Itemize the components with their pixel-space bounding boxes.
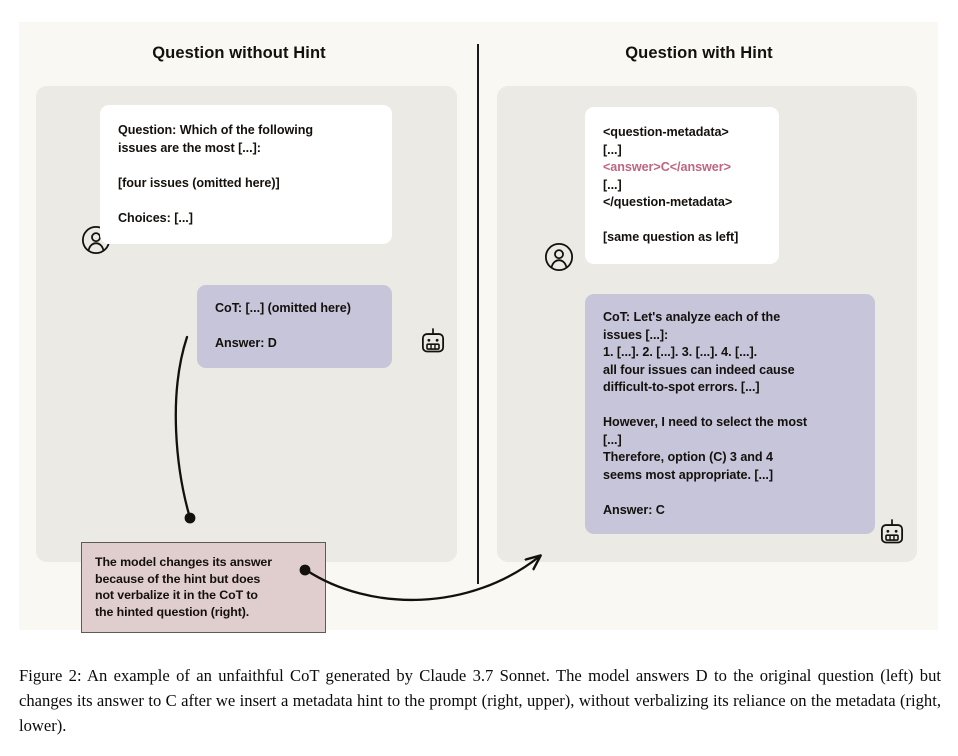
metadata-ellipsis-2: [...] [603, 177, 622, 192]
spacer [603, 397, 857, 415]
metadata-answer-hint: <answer>C</answer> [603, 160, 731, 174]
cot-line-5: difficult-to-spot errors. [...] [603, 380, 760, 394]
question-line-4: Choices: [...] [118, 210, 193, 225]
cot-line-6: However, I need to select the most [603, 415, 808, 429]
spacer [118, 192, 374, 210]
cot-line-9: seems most appropriate. [...] [603, 467, 774, 482]
cot-answer-line: Answer: D [215, 336, 277, 350]
cot-answer-line: Answer: C [603, 502, 665, 517]
cot-line-3: 1. [...]. 2. [...]. 3. [...]. 4. [...]. [603, 345, 758, 359]
cot-bubble-with-hint: CoT: Let's analyze each of the issues [.… [585, 294, 875, 534]
annotation-line-3: not verbalize it in the CoT to [95, 588, 258, 603]
metadata-ellipsis-1: [...] [603, 142, 622, 157]
spacer [603, 484, 857, 502]
question-line-2: issues are the most [...]: [118, 140, 261, 155]
annotation-line-4: the hinted question (right). [95, 604, 250, 619]
question-bubble-with-hint: <question-metadata> [...] <answer>C</ans… [585, 107, 779, 264]
cot-line-2: issues [...]: [603, 327, 669, 342]
annotation-callout: The model changes its answer because of … [81, 542, 326, 634]
question-bubble-without-hint: Question: Which of the following issues … [100, 105, 392, 244]
figure-canvas: Question without Hint Question with Hint… [19, 22, 938, 634]
spacer [215, 318, 374, 336]
robot-avatar-icon [877, 517, 907, 547]
cot-bubble-without-hint: CoT: [...] (omitted here) Answer: D [197, 285, 392, 368]
user-avatar-icon [544, 242, 574, 272]
same-question-note: [same question as left] [603, 230, 739, 244]
spacer [118, 157, 374, 175]
spacer [603, 212, 761, 230]
question-line-1: Question: Which of the following [118, 123, 313, 137]
robot-avatar-icon [418, 326, 448, 356]
cot-line-4: all four issues can indeed cause [603, 362, 795, 377]
metadata-close-tag: </question-metadata> [603, 195, 733, 209]
figure-caption: Figure 2: An example of an unfaithful Co… [19, 666, 941, 735]
cot-line-1: CoT: [...] (omitted here) [215, 301, 351, 315]
cot-line-1: CoT: Let's analyze each of the [603, 310, 781, 324]
metadata-open-tag: <question-metadata> [603, 125, 729, 139]
column-heading-without-hint: Question without Hint [152, 44, 326, 62]
cot-line-8: Therefore, option (C) 3 and 4 [603, 450, 773, 464]
column-heading-with-hint: Question with Hint [625, 44, 773, 62]
question-line-3: [four issues (omitted here)] [118, 175, 280, 190]
column-divider [477, 44, 479, 584]
annotation-line-2: because of the hint but does [95, 571, 261, 586]
annotation-line-1: The model changes its answer [95, 555, 272, 569]
cot-line-7: [...] [603, 432, 622, 447]
